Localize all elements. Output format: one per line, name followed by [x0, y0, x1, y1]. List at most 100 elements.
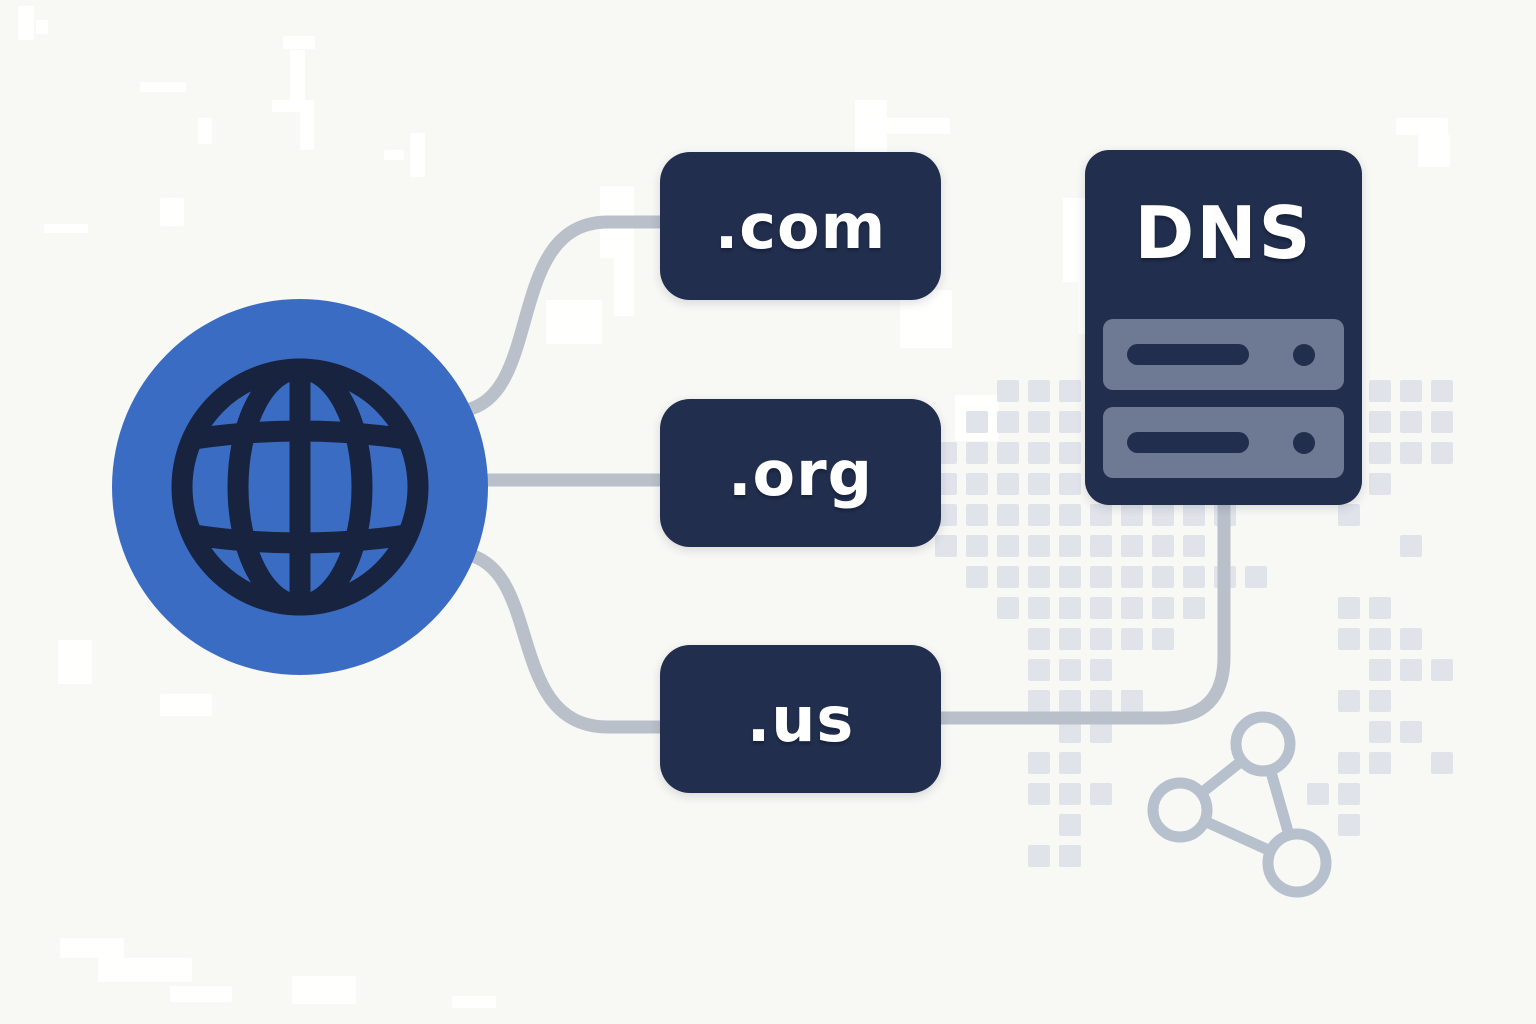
map-cell	[966, 566, 988, 588]
map-cell	[1121, 535, 1143, 557]
map-cell	[1059, 380, 1081, 402]
map-cell	[1400, 442, 1422, 464]
map-cell	[1059, 566, 1081, 588]
map-cell	[1059, 504, 1081, 526]
map-cell	[1059, 473, 1081, 495]
map-cell	[997, 566, 1019, 588]
map-cell	[1090, 690, 1112, 712]
map-cell	[1028, 442, 1050, 464]
connector-us-to-dns	[930, 495, 1231, 725]
noise-mark	[60, 938, 124, 958]
map-cell	[1090, 597, 1112, 619]
map-cell	[1121, 597, 1143, 619]
map-cell	[1028, 380, 1050, 402]
map-cell	[1028, 535, 1050, 557]
map-cell	[1059, 752, 1081, 774]
map-cell	[1338, 752, 1360, 774]
share-network-icon	[1147, 711, 1332, 898]
internet-globe-icon	[112, 299, 488, 675]
map-cell	[1059, 845, 1081, 867]
map-cell	[997, 473, 1019, 495]
map-cell	[997, 535, 1019, 557]
map-cell	[1338, 597, 1360, 619]
share-node	[1230, 711, 1296, 777]
map-cell	[1183, 566, 1205, 588]
map-cell	[1245, 566, 1267, 588]
map-cell	[997, 411, 1019, 433]
globe-glyph	[171, 358, 429, 616]
map-cell	[1028, 659, 1050, 681]
map-cell	[1152, 504, 1174, 526]
noise-mark	[868, 118, 950, 134]
noise-mark	[160, 198, 184, 226]
tld-us-label: .us	[746, 682, 855, 756]
map-cell	[1152, 597, 1174, 619]
map-cell	[1090, 535, 1112, 557]
map-cell	[1431, 380, 1453, 402]
map-cell	[1369, 752, 1391, 774]
map-cell	[935, 535, 957, 557]
noise-mark	[546, 300, 602, 344]
connector-globe-to-com	[459, 215, 670, 417]
noise-mark	[98, 958, 192, 982]
tld-com-label: .com	[714, 189, 887, 263]
map-cell	[1028, 411, 1050, 433]
map-cell	[1369, 659, 1391, 681]
map-cell	[1183, 597, 1205, 619]
map-cell	[1369, 411, 1391, 433]
map-cell	[1090, 783, 1112, 805]
map-cell	[1121, 566, 1143, 588]
rack-handle-bar	[1127, 344, 1249, 365]
map-cell	[1059, 442, 1081, 464]
map-cell	[997, 504, 1019, 526]
server-rack-1	[1103, 319, 1344, 390]
map-cell	[966, 442, 988, 464]
map-cell	[1152, 535, 1174, 557]
map-cell	[966, 411, 988, 433]
globe-latitude-south	[183, 524, 417, 554]
map-cell	[1059, 659, 1081, 681]
map-cell	[1400, 535, 1422, 557]
map-cell	[1369, 473, 1391, 495]
map-cell	[1059, 814, 1081, 836]
map-cell	[1431, 752, 1453, 774]
map-cell	[1369, 380, 1391, 402]
rack-handle-bar	[1127, 432, 1249, 453]
map-cell	[1028, 566, 1050, 588]
map-cell	[1028, 752, 1050, 774]
map-cell	[1059, 721, 1081, 743]
rack-led-light	[1293, 344, 1315, 366]
map-cell	[1400, 411, 1422, 433]
tld-box-us: .us	[660, 645, 941, 793]
map-cell	[1338, 504, 1360, 526]
noise-mark	[36, 20, 48, 34]
map-cell	[1431, 659, 1453, 681]
map-cell	[1028, 690, 1050, 712]
map-cell	[1369, 690, 1391, 712]
map-cell	[1338, 628, 1360, 650]
map-cell	[966, 473, 988, 495]
noise-mark	[290, 50, 305, 108]
map-cell	[1121, 690, 1143, 712]
map-cell	[1307, 783, 1329, 805]
map-cell	[997, 442, 1019, 464]
map-cell	[966, 504, 988, 526]
map-cell	[1152, 566, 1174, 588]
globe-latitude-north	[183, 420, 417, 450]
rack-led-light	[1293, 432, 1315, 454]
map-cell	[1028, 845, 1050, 867]
map-cell	[1059, 411, 1081, 433]
map-cell	[1090, 504, 1112, 526]
map-cell	[1369, 628, 1391, 650]
share-node	[1147, 777, 1213, 843]
noise-mark	[292, 976, 356, 1004]
map-cell	[1028, 597, 1050, 619]
noise-mark	[58, 640, 92, 684]
noise-mark	[160, 694, 212, 716]
tld-box-org: .org	[660, 399, 941, 547]
map-cell	[1431, 442, 1453, 464]
server-rack-2	[1103, 407, 1344, 478]
noise-mark	[272, 100, 314, 112]
map-cell	[1338, 783, 1360, 805]
